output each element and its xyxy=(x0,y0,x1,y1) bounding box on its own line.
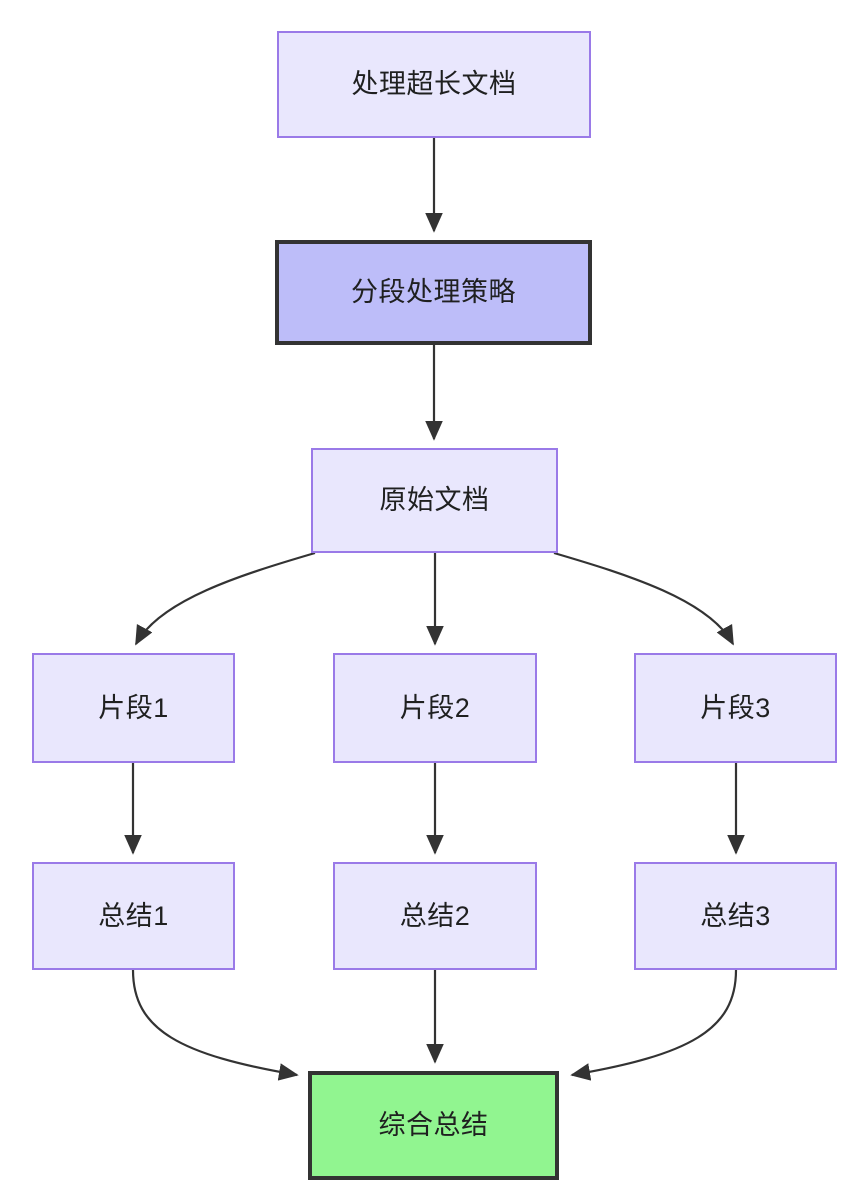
edge-source-doc-to-chunk-1 xyxy=(135,551,316,646)
node-summary-3-label: 总结3 xyxy=(700,900,771,931)
node-chunk-1-label: 片段1 xyxy=(98,692,169,723)
node-chunk-3[interactable]: 片段3 xyxy=(634,653,837,763)
node-source-doc[interactable]: 原始文档 xyxy=(311,448,558,553)
node-summary-1-label: 总结1 xyxy=(98,900,169,931)
node-summary-2[interactable]: 总结2 xyxy=(333,862,537,970)
node-final-summary-label: 综合总结 xyxy=(378,1110,489,1141)
node-strategy[interactable]: 分段处理策略 xyxy=(275,240,592,345)
edge-source-doc-to-chunk-3 xyxy=(553,551,734,646)
node-source-doc-label: 原始文档 xyxy=(379,485,490,516)
edge-summary-3-to-final xyxy=(570,969,738,1081)
edge-summary-1-to-final xyxy=(131,969,299,1081)
node-chunk-3-label: 片段3 xyxy=(700,692,771,723)
node-strategy-label: 分段处理策略 xyxy=(351,277,516,308)
node-summary-1[interactable]: 总结1 xyxy=(32,862,235,970)
node-chunk-2[interactable]: 片段2 xyxy=(333,653,537,763)
node-summary-2-label: 总结2 xyxy=(399,900,471,931)
node-long-doc-label: 处理超长文档 xyxy=(351,69,517,100)
node-final-summary[interactable]: 综合总结 xyxy=(308,1071,559,1180)
node-long-doc[interactable]: 处理超长文档 xyxy=(277,31,591,138)
node-chunk-2-label: 片段2 xyxy=(399,692,471,723)
node-chunk-1[interactable]: 片段1 xyxy=(32,653,235,763)
node-summary-3[interactable]: 总结3 xyxy=(634,862,837,970)
